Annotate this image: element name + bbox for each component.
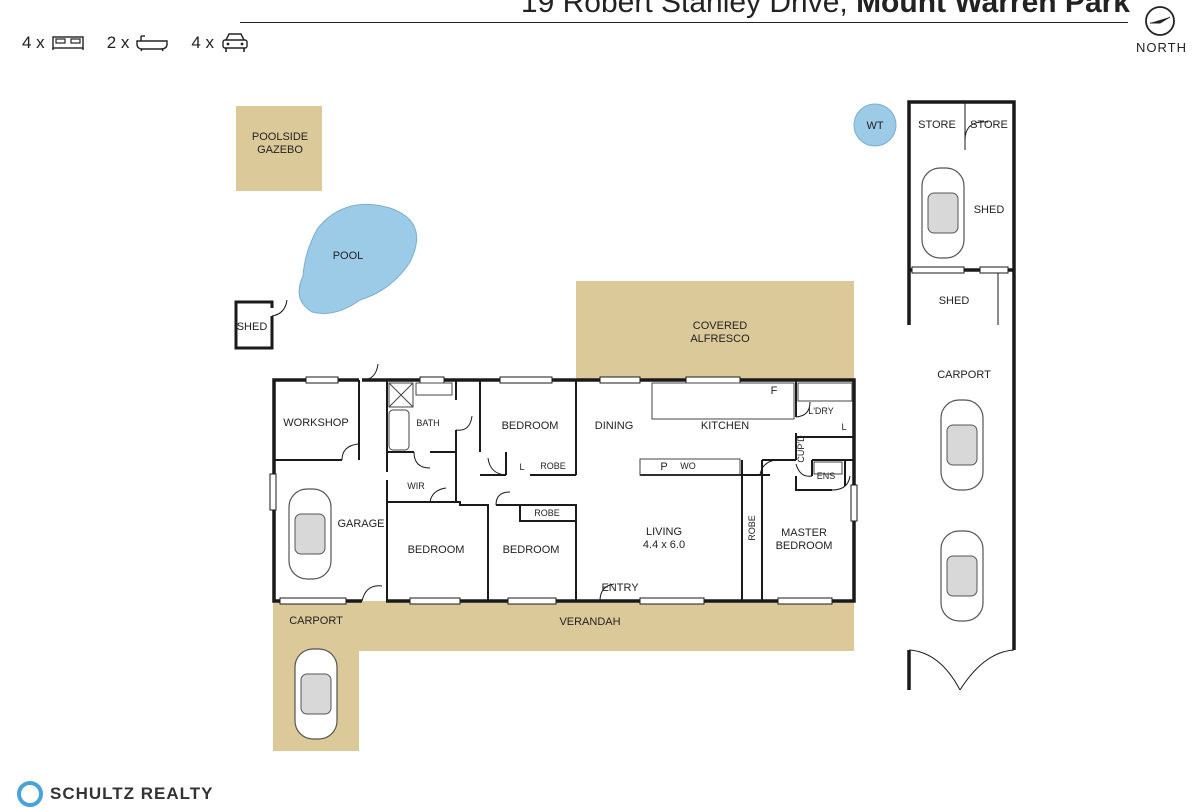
header-rule [240,22,1128,23]
label-fridge: F [771,385,778,397]
address-suburb: Mount Warren Park [856,0,1130,19]
north-compass: NORTH [1136,4,1187,55]
label-linen-top: L [519,462,524,472]
label-kitchen: KITCHEN [701,420,749,432]
label-pantry: P [660,461,667,473]
north-label: NORTH [1136,40,1187,55]
north-arrow-icon [1145,6,1175,36]
kitchen-island [639,458,741,476]
label-carport-main: CARPORT [289,615,343,627]
label-gazebo-1: POOLSIDE [252,131,308,143]
vanity [415,382,453,396]
label-alfresco-1: COVERED [693,320,747,332]
bedroom-count: 4 x [22,33,85,53]
door-swings [341,363,851,602]
label-master-2: BEDROOM [776,540,833,552]
bathtub [388,409,410,451]
label-carport-right: CARPORT [937,369,991,381]
small-shed-walls [234,300,274,350]
car-carport-main [294,648,338,740]
label-bedroom-mid: BEDROOM [503,544,560,556]
bed-icon [51,36,84,50]
fixtures [388,382,853,476]
poolside-gazebo [236,106,322,191]
car-garage [288,488,332,580]
right-door-swings [908,102,1015,691]
label-gazebo-2: GAZEBO [257,144,303,156]
label-wir: WIR [407,481,425,491]
label-robe-top: ROBE [540,461,566,471]
bedroom-count-text: 4 x [22,33,45,52]
feature-summary: 4 x 2 x 4 x [22,32,250,54]
ensuite-vanity [813,461,843,475]
label-entry: ENTRY [601,582,639,594]
label-workshop: WORKSHOP [283,417,348,429]
house-outer-walls [272,378,856,603]
label-shed-top: SHED [974,204,1005,216]
car-shed [921,167,965,259]
label-dining: DINING [595,420,634,432]
shed-door-gap [979,266,1009,274]
bathroom-count: 2 x [107,33,170,53]
interior-walls [274,380,854,601]
label-water-tank: WT [866,120,883,132]
label-bath: BATH [416,418,439,428]
label-robe-mid: ROBE [534,508,560,518]
bathroom-count-text: 2 x [106,33,130,52]
label-living: LIVING [646,526,682,538]
schultz-logo-icon [17,781,43,807]
label-laundry-linen: L [841,422,846,432]
label-shed-mid: SHED [939,295,970,307]
water-tank [853,103,897,147]
label-wall-oven: WO [680,461,696,471]
car-count-text: 4 x [191,33,215,52]
car-carport-right-2 [940,530,984,622]
label-alfresco-2: ALFRESCO [690,333,750,345]
property-address: 19 Robert Stanley Drive, Mount Warren Pa… [521,0,1130,20]
bath-icon [136,35,169,52]
car-carport-right-1 [940,399,984,491]
label-cupboard: CUP'D [796,435,806,463]
windows [269,376,858,605]
shed-window [911,266,965,274]
verandah [359,601,854,651]
shower [388,382,414,408]
label-small-shed: SHED [237,321,268,333]
label-laundry: L'DRY [808,406,834,416]
car-count: 4 x [191,32,250,54]
label-robe-master: ROBE [747,515,757,541]
label-bedroom-top: BEDROOM [502,420,559,432]
label-bedroom-left: BEDROOM [408,544,465,556]
small-shed-door [271,299,288,317]
agency-branding: SCHULTZ REALTY [16,780,214,808]
label-store-right: STORE [970,119,1008,131]
laundry-bench [797,382,853,402]
label-living-size: 4.4 x 6.0 [643,539,685,551]
kitchen-bench-top [651,382,795,420]
label-store-left: STORE [918,119,956,131]
label-ensuite: ENS [817,471,836,481]
room-labels: POOLSIDE GAZEBO POOL WT SHED COVERED ALF… [237,119,1008,628]
label-pool: POOL [333,250,364,262]
pool [298,203,418,314]
covered-alfresco [576,281,854,380]
label-garage: GARAGE [337,518,384,530]
address-street: 19 Robert Stanley Drive, [520,0,857,19]
agency-name: SCHULTZ REALTY [50,784,214,803]
car-icon [222,33,248,52]
label-master-1: MASTER [781,527,827,539]
label-verandah: VERANDAH [559,616,620,628]
